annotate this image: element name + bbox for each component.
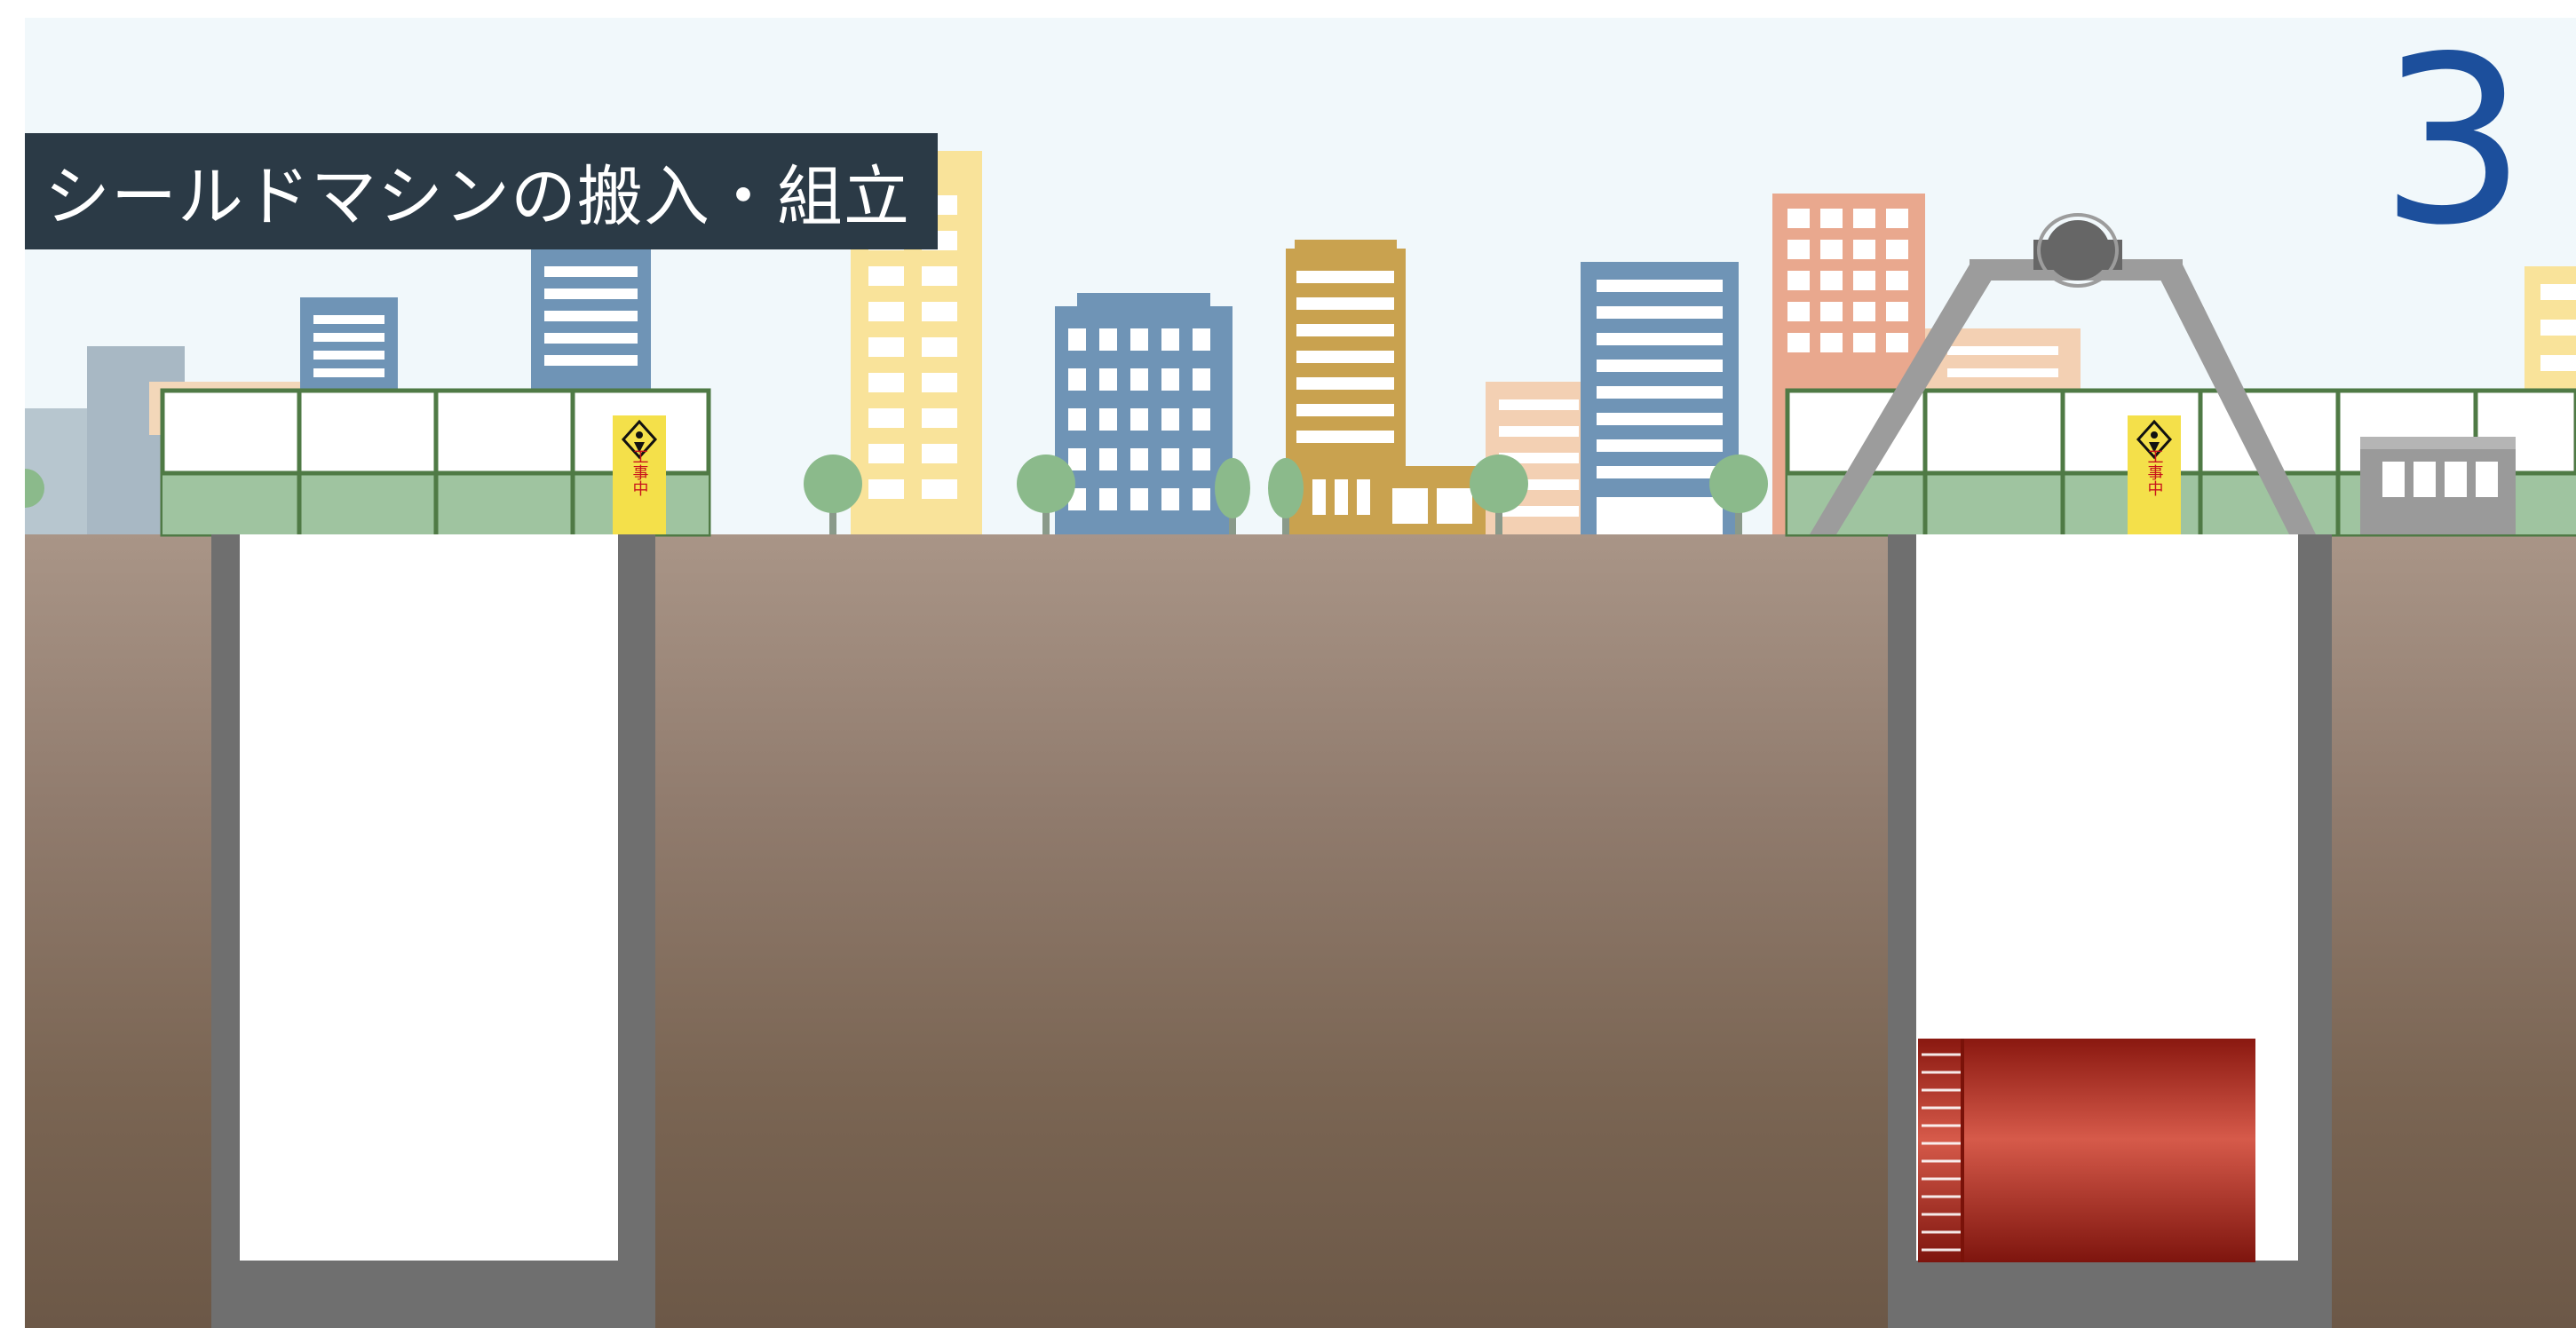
shield-machine [1918,1039,2255,1262]
tree [1215,458,1250,534]
trees [25,455,1768,534]
site-office [2360,437,2516,534]
yellow-building-right [2524,266,2576,408]
sign-text: 工事中 [630,448,649,496]
launch-shaft-left [211,534,655,1328]
title-banner: シールドマシンの搬入・組立 [25,133,938,249]
construction-sign-left: 工事中 [613,415,666,534]
tree [1017,455,1075,534]
sign-text: 工事中 [2145,448,2164,496]
construction-sign-right: 工事中 [2128,415,2181,534]
worker-warning-icon [2136,419,2173,460]
city-illustration: 工事中 工事中 [25,151,2576,1328]
tree [1268,458,1304,534]
gold-tower [1286,240,1486,534]
tree [25,469,44,508]
gantry-crane [1810,213,2316,534]
tree [1470,455,1528,534]
tree [804,455,862,534]
page-title: シールドマシンの搬入・組立 [44,159,910,235]
step-number: 3 [2380,8,2527,276]
construction-scene: 工事中 工事中 [25,18,2576,1328]
worker-warning-icon [621,419,658,460]
tree [1709,455,1768,534]
blue-grid-building [1055,293,1233,534]
